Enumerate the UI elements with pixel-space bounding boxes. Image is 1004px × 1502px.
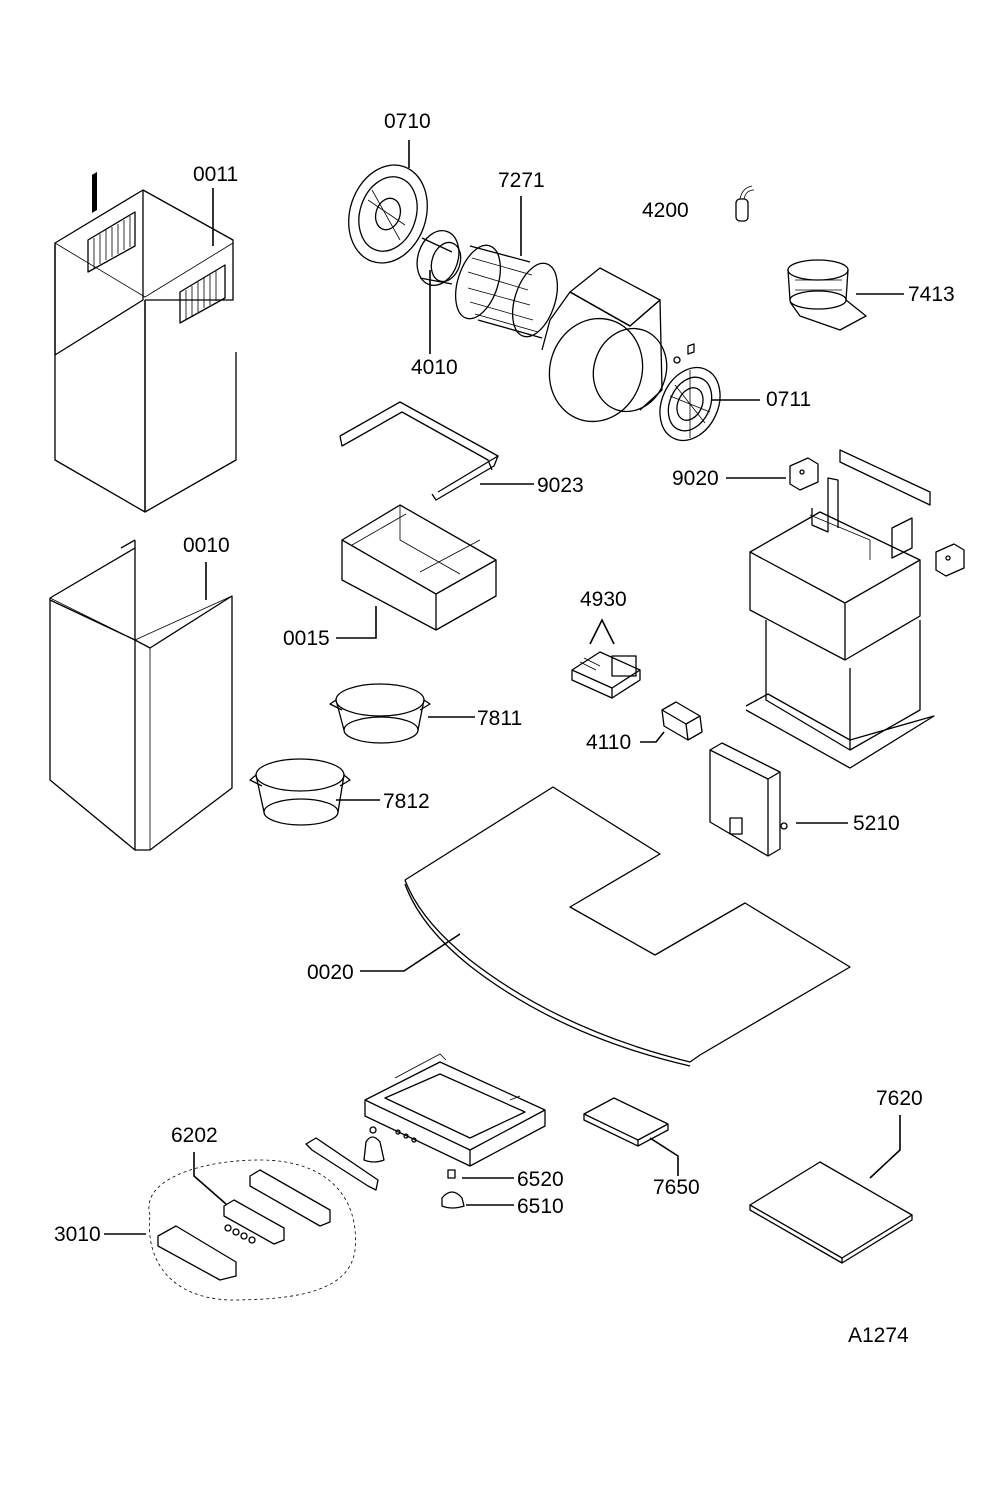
- label-7812: 7812: [383, 790, 430, 813]
- part-7811-collar: [329, 683, 431, 744]
- part-knobs: [363, 1126, 465, 1209]
- part-4930-pcb: [571, 651, 641, 699]
- part-7650-filter: [583, 1097, 669, 1147]
- leader-lines: [104, 140, 904, 1235]
- label-7620: 7620: [876, 1087, 923, 1110]
- label-0011: 0011: [193, 163, 238, 186]
- part-rail: [305, 1137, 379, 1191]
- label-7271: 7271: [498, 169, 545, 192]
- part-control-frame: [364, 1053, 546, 1167]
- part-0010-lower-chimney: [49, 539, 233, 851]
- part-labels: 0710 0011 7271 4200 7413 4010 0711 9023 …: [54, 110, 955, 1347]
- label-6510: 6510: [517, 1195, 564, 1218]
- part-7271-impeller: [454, 244, 559, 339]
- label-9023: 9023: [537, 474, 584, 497]
- part-0015-box: [341, 504, 497, 631]
- part-0711-grille: [659, 343, 721, 442]
- part-3010-control-group: [148, 1159, 356, 1301]
- part-0020-glass-canopy: [404, 786, 851, 1067]
- label-0010: 0010: [183, 534, 230, 557]
- part-fan-housing: [541, 267, 668, 423]
- label-7650: 7650: [653, 1176, 700, 1199]
- part-5210-bracket: [709, 742, 788, 857]
- part-7620-filter: [749, 1161, 913, 1264]
- label-5210: 5210: [853, 812, 900, 835]
- label-4110: 4110: [586, 731, 631, 754]
- part-9020-clips: [789, 457, 965, 577]
- label-7413: 7413: [908, 283, 955, 306]
- label-0710: 0710: [384, 110, 431, 133]
- part-0011-upper-chimney: [54, 171, 237, 513]
- label-3010: 3010: [54, 1223, 101, 1246]
- part-7812-collar: [249, 758, 351, 826]
- part-main-housing: [745, 449, 935, 769]
- label-4930: 4930: [580, 588, 627, 611]
- label-6202: 6202: [171, 1124, 218, 1147]
- part-9023-bracket: [339, 401, 499, 501]
- label-7811: 7811: [477, 707, 522, 730]
- label-0015: 0015: [283, 627, 330, 650]
- drawing-id: A1274: [848, 1324, 909, 1347]
- part-7413-damper: [787, 259, 867, 331]
- label-4010: 4010: [411, 356, 458, 379]
- part-0710-motor-plate: [348, 164, 428, 264]
- label-0711: 0711: [766, 388, 811, 411]
- label-4200: 4200: [642, 199, 689, 222]
- label-9020: 9020: [672, 467, 719, 490]
- label-6520: 6520: [517, 1168, 564, 1191]
- label-0020: 0020: [307, 961, 354, 984]
- part-4110-switch: [661, 701, 703, 741]
- part-4200-capacitor: [735, 185, 755, 222]
